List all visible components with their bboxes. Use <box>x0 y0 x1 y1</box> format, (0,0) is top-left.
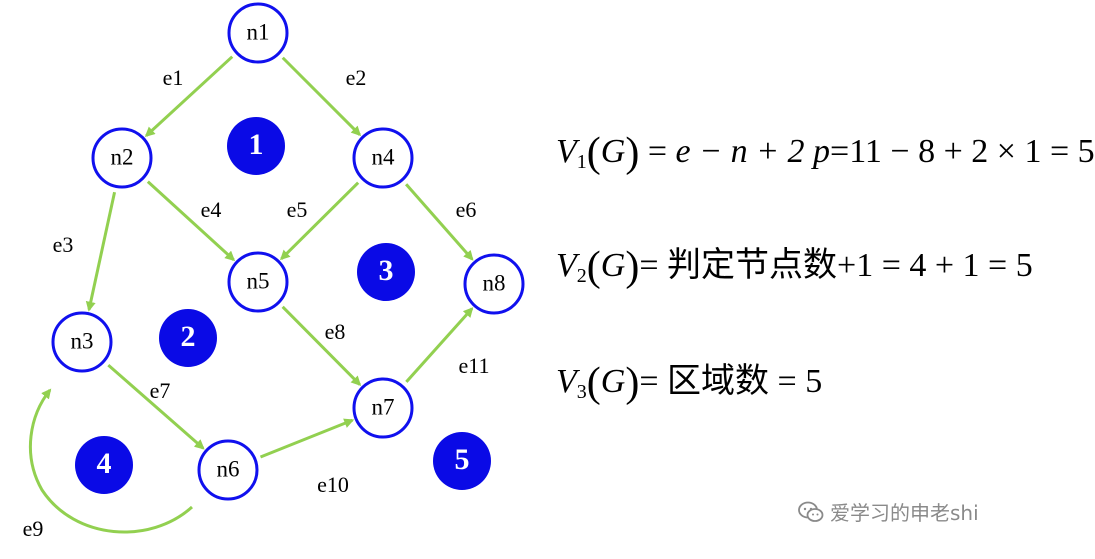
region-marker-1: 1 <box>227 117 285 175</box>
edge-e5 <box>280 181 360 261</box>
watermark: 爱学习的申老shi <box>798 497 979 528</box>
node-n5: n5 <box>227 251 289 313</box>
formula-v3-open-paren: ( <box>586 360 601 406</box>
edge-label-e10: e10 <box>317 472 349 497</box>
formula-v2-close-paren: ) <box>625 244 640 290</box>
wechat-icon <box>798 501 824 528</box>
node-label-n4: n4 <box>372 144 396 169</box>
edge-label-e7: e7 <box>150 378 171 403</box>
formula-v2-subscript: 2 <box>576 265 587 287</box>
node-label-n3: n3 <box>71 328 94 353</box>
formula-v3-subscript: 3 <box>576 381 587 403</box>
edge-e10 <box>259 418 355 459</box>
region-label-3: 3 <box>379 254 394 287</box>
edge-label-e2: e2 <box>346 65 367 90</box>
node-n4: n4 <box>352 127 414 189</box>
edge-e2 <box>281 56 362 137</box>
node-n1: n1 <box>227 2 289 64</box>
formula-v2-symbol: V <box>556 247 577 284</box>
edge-label-e3: e3 <box>53 232 74 257</box>
formula-v3-argument: G <box>600 363 626 400</box>
region-marker-5: 5 <box>433 432 491 490</box>
node-label-n2: n2 <box>111 144 134 169</box>
region-label-4: 4 <box>97 447 112 480</box>
formula-v2-argument: G <box>600 247 626 284</box>
edge-e4 <box>146 180 236 262</box>
node-n2: n2 <box>91 127 153 189</box>
edge-label-e1: e1 <box>163 65 184 90</box>
region-marker-3: 3 <box>357 243 415 301</box>
watermark-text: 爱学习的申老shi <box>830 501 979 525</box>
region-label-1: 1 <box>249 128 264 161</box>
edge-label-e11: e11 <box>459 353 490 378</box>
edge-e11 <box>405 307 474 383</box>
node-label-n6: n6 <box>217 456 240 481</box>
edge-e1 <box>144 55 234 138</box>
formula-v3-result: = 区域数 = 5 <box>639 363 823 400</box>
formula-v2-open-paren: ( <box>586 244 601 290</box>
node-n7: n7 <box>352 377 414 439</box>
region-marker-2: 2 <box>159 309 217 367</box>
formula-v1-argument: G <box>600 133 626 170</box>
formula-v1-close-paren: ) <box>625 130 640 176</box>
formula-v3-symbol: V <box>556 363 577 400</box>
formula-v1-open-paren: ( <box>586 130 601 176</box>
edge-e7 <box>107 363 205 450</box>
node-label-n5: n5 <box>247 268 270 293</box>
region-marker-4: 4 <box>75 436 133 494</box>
edge-label-e8: e8 <box>325 319 346 344</box>
node-n3: n3 <box>51 311 113 373</box>
node-n6: n6 <box>197 439 259 501</box>
formula-v2: V2(G)= 判定节点数+1 = 4 + 1 = 5 <box>556 246 1033 288</box>
formula-v1-expression: e − n + 2 p <box>675 133 831 170</box>
formula-v1-equals: = <box>647 133 668 170</box>
node-n8: n8 <box>463 253 525 315</box>
formula-v2-result: = 判定节点数+1 = 4 + 1 = 5 <box>639 247 1033 284</box>
edge-label-e4: e4 <box>201 197 222 222</box>
edge-e6 <box>405 183 474 261</box>
edge-e9 <box>29 388 194 534</box>
edge-label-e5: e5 <box>287 197 308 222</box>
formula-v1: V1(G) = e − n + 2 p=11 − 8 + 2 × 1 = 5 <box>556 132 1095 174</box>
edge-label-e6: e6 <box>456 197 477 222</box>
edge-e3 <box>85 191 117 312</box>
edge-e8 <box>281 305 362 386</box>
formula-v1-result: =11 − 8 + 2 × 1 = 5 <box>830 133 1095 170</box>
edge-label-e9: e9 <box>23 516 44 541</box>
node-label-n7: n7 <box>372 394 395 419</box>
region-label-5: 5 <box>455 443 470 476</box>
formula-v3: V3(G)= 区域数 = 5 <box>556 362 822 404</box>
formula-v1-symbol: V <box>556 133 577 170</box>
region-label-2: 2 <box>181 320 196 353</box>
node-label-n8: n8 <box>483 270 506 295</box>
formula-v3-close-paren: ) <box>625 360 640 406</box>
node-label-n1: n1 <box>247 19 270 44</box>
formula-v1-subscript: 1 <box>576 151 587 173</box>
